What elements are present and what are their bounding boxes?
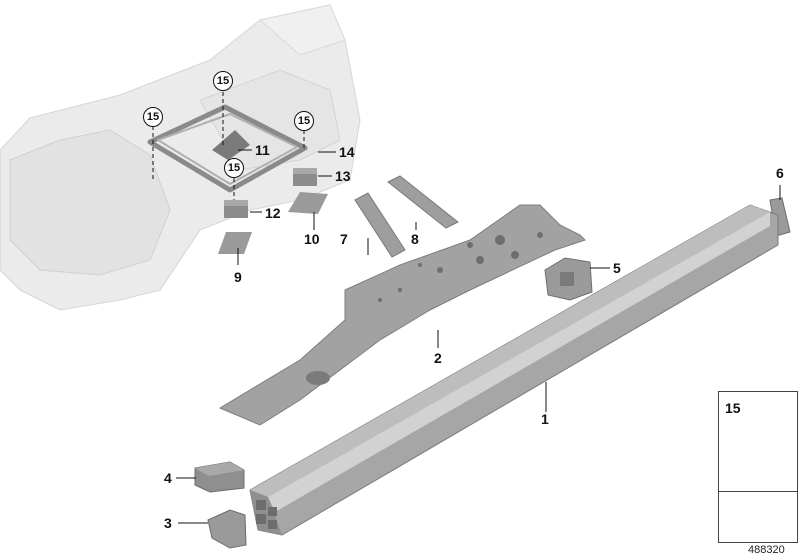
floor-plate-2 [218, 204, 586, 426]
diagram-id: 488320 [748, 544, 785, 556]
frame-plate [212, 130, 250, 160]
legend-part-number: 15 [725, 400, 741, 416]
callout-10: 10 [304, 231, 320, 247]
callout-4: 4 [164, 470, 172, 486]
bracket-9 [218, 232, 252, 254]
side-sill-1 [249, 204, 779, 536]
legend-divider [719, 491, 797, 492]
fastener-legend: 15 [718, 391, 798, 543]
callout-13: 13 [335, 168, 351, 184]
mount-frame-11 [147, 104, 308, 193]
callout-1: 1 [541, 411, 549, 427]
callout-12: 12 [265, 205, 281, 221]
callout-6: 6 [776, 165, 784, 181]
circled-callout-15-c: 15 [294, 111, 314, 131]
circled-callout-15-b: 15 [213, 71, 233, 91]
callout-3: 3 [164, 515, 172, 531]
callout-2: 2 [434, 350, 442, 366]
circled-callout-15-a: 15 [143, 107, 163, 127]
bracket-10 [288, 192, 328, 214]
callout-9: 9 [234, 269, 242, 285]
bracket-3 [207, 509, 247, 549]
rail-8 [387, 175, 459, 229]
leader-lines [176, 149, 781, 524]
circled-callout-15-d: 15 [224, 158, 244, 178]
rail-7 [354, 192, 406, 258]
callout-14: 14 [339, 144, 355, 160]
callout-11: 11 [255, 142, 270, 158]
callout-7: 7 [340, 231, 348, 247]
callout-8: 8 [411, 231, 419, 247]
callout-5: 5 [613, 260, 621, 276]
